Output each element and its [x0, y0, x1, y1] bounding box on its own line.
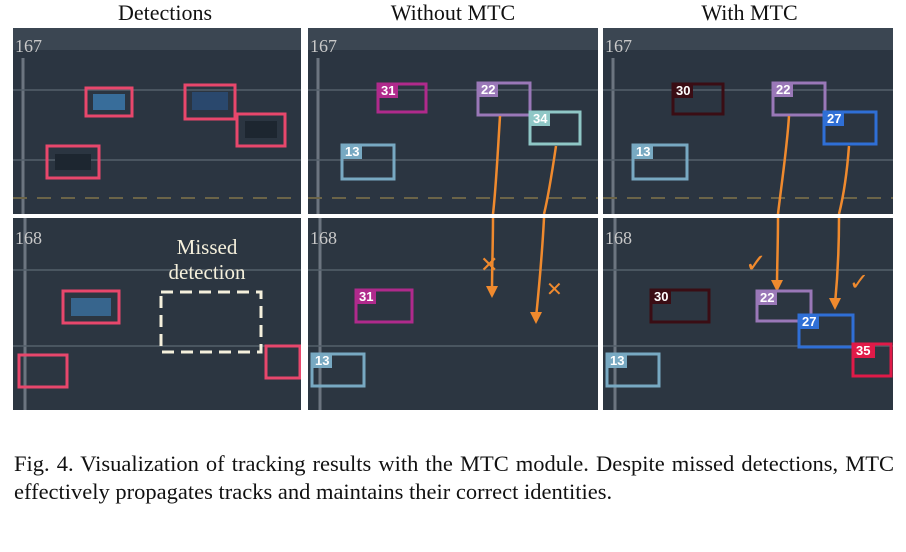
track-arrow — [534, 218, 546, 319]
track-box-31: 31 — [354, 288, 414, 324]
track-id-label: 31 — [381, 83, 395, 98]
frame-number: 168 — [310, 228, 337, 248]
column-title-without-mtc: Without MTC — [390, 0, 516, 25]
track-arrow — [775, 218, 780, 287]
panel-detections-frame-167: 167 — [13, 28, 301, 214]
track-box-30: 30 — [671, 82, 725, 116]
arrow-head — [771, 280, 783, 292]
track-id-label: 35 — [856, 343, 870, 358]
track-id-label: 31 — [359, 289, 373, 304]
figure-caption: Fig. 4. Visualization of tracking result… — [14, 450, 894, 506]
track-id-label: 22 — [760, 290, 774, 305]
track-arrow — [837, 145, 851, 214]
track-box-31: 31 — [376, 82, 428, 114]
track-id-label: 13 — [610, 353, 624, 368]
track-id-label: 27 — [827, 111, 841, 126]
arrow-head — [829, 298, 841, 310]
track-box-22: 22 — [476, 81, 532, 117]
track-arrow — [542, 145, 558, 214]
missed-detection-box — [159, 290, 263, 354]
failure-cross-icon: ✕ — [480, 253, 498, 278]
track-id-label: 27 — [802, 314, 816, 329]
frame-number: 168 — [605, 228, 632, 248]
detection-box — [235, 112, 287, 148]
track-id-label: 13 — [315, 353, 329, 368]
track-id-label: 13 — [636, 144, 650, 159]
success-check-icon: ✓ — [849, 268, 869, 296]
track-box-13: 13 — [340, 143, 396, 181]
caption-text: Fig. 4. Visualization of tracking result… — [14, 451, 894, 504]
frame-number: 168 — [15, 228, 42, 248]
panel-with-mtc-frame-167: 167 30 22 27 13 — [603, 28, 893, 214]
arrow-head — [530, 312, 542, 324]
track-box-27: 27 — [797, 313, 855, 349]
panel-without-mtc-frame-167: 167 31 22 34 13 — [308, 28, 598, 214]
track-box-13: 13 — [631, 143, 689, 181]
track-box-34: 34 — [528, 110, 582, 146]
track-box-27: 27 — [822, 110, 878, 146]
arrow-head — [486, 286, 498, 298]
frame-number: 167 — [605, 36, 632, 56]
track-id-label: 30 — [654, 289, 668, 304]
track-id-label: 22 — [481, 82, 495, 97]
panel-with-mtc-frame-168: 168 ✓ ✓ 30 22 27 13 35 — [603, 218, 893, 410]
missed-detection-label-line1: Missed — [177, 235, 238, 259]
track-id-label: 13 — [345, 144, 359, 159]
detection-box — [264, 344, 301, 380]
track-arrow — [491, 115, 502, 214]
frame-number: 167 — [15, 36, 42, 56]
frame-number: 167 — [310, 36, 337, 56]
detection-box — [84, 86, 134, 118]
track-id-label: 34 — [533, 111, 548, 126]
failure-cross-icon: ✕ — [546, 277, 563, 301]
missed-detection-label-line2: detection — [169, 260, 246, 284]
track-box-13: 13 — [605, 352, 661, 388]
track-box-22: 22 — [771, 81, 827, 117]
track-box-30: 30 — [649, 288, 711, 324]
column-title-with-mtc: With MTC — [701, 0, 798, 25]
track-box-13: 13 — [310, 352, 366, 388]
panel-detections-frame-168: 168 Missed detection — [13, 218, 301, 410]
track-id-label: 22 — [776, 82, 790, 97]
detection-box — [45, 144, 101, 180]
panel-without-mtc-frame-168: 168 ✕ ✕ 31 13 — [308, 218, 598, 410]
detection-box — [17, 353, 69, 389]
track-id-label: 30 — [676, 83, 690, 98]
track-arrow — [833, 218, 841, 305]
track-arrow — [776, 115, 791, 214]
success-check-icon: ✓ — [745, 249, 767, 279]
track-box-35: 35 — [851, 342, 893, 378]
track-arrow — [490, 218, 495, 293]
detection-box — [61, 289, 121, 325]
column-title-detections: Detections — [117, 0, 213, 25]
detection-box — [183, 83, 237, 121]
track-box-22: 22 — [755, 289, 813, 323]
